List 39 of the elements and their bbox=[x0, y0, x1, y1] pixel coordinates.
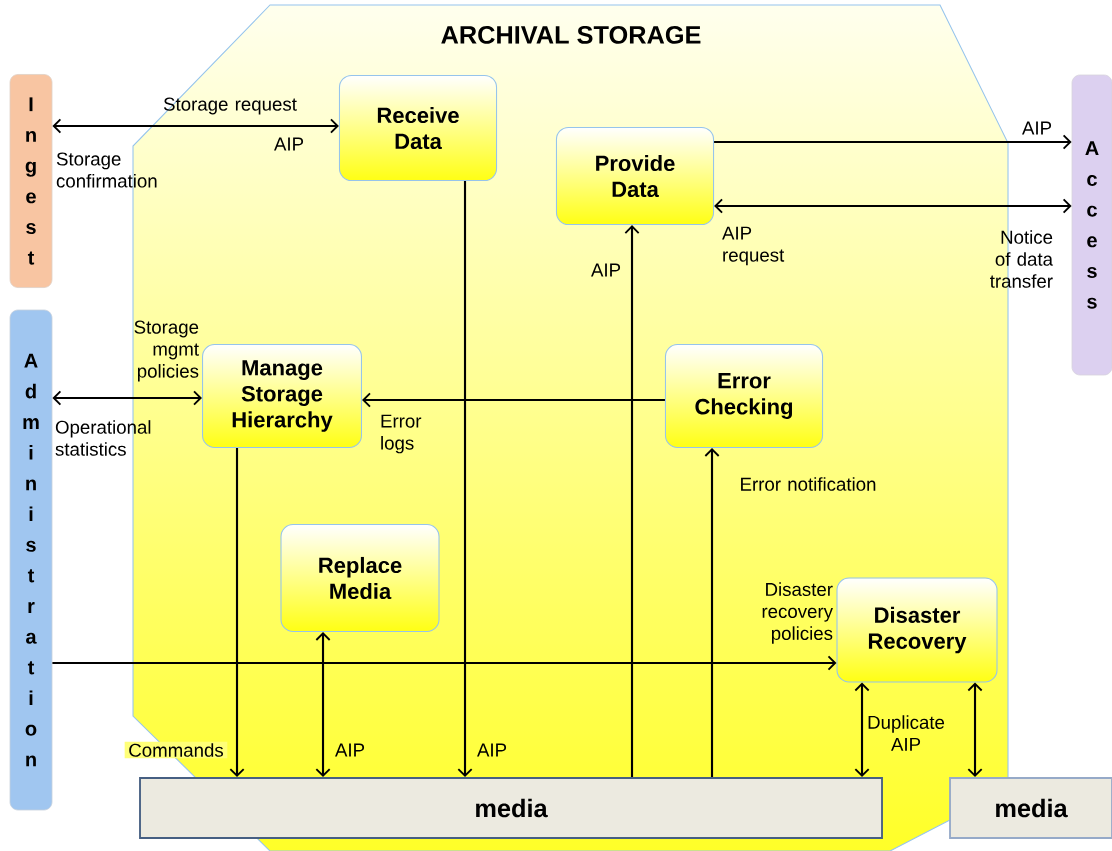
media-bar: media bbox=[949, 777, 1112, 839]
process-box: Error Checking bbox=[664, 344, 824, 448]
arrow bbox=[52, 118, 339, 134]
process-box: Manage Storage Hierarchy bbox=[202, 344, 362, 448]
arrow bbox=[854, 682, 870, 778]
arrow bbox=[714, 198, 1072, 214]
edge-label: Notice of data transfer bbox=[990, 230, 1053, 288]
edge-label: AIP bbox=[591, 263, 621, 277]
process-box: Provide Data bbox=[555, 126, 715, 226]
edge-label: AIP bbox=[335, 743, 365, 757]
vertical-bar: Administration bbox=[9, 309, 53, 811]
arrow-label: AIP request bbox=[722, 226, 785, 266]
edge-label: AIP bbox=[477, 743, 507, 757]
edge-label: Commands bbox=[124, 741, 228, 759]
arrow bbox=[624, 225, 640, 778]
edge-label: Error notification bbox=[741, 477, 876, 491]
edge-label: Disaster recovery policies bbox=[762, 582, 833, 644]
arrow bbox=[315, 632, 331, 778]
arrow bbox=[362, 392, 665, 408]
arrow bbox=[457, 181, 473, 778]
arrow bbox=[52, 390, 202, 406]
process-box: Disaster Recovery bbox=[836, 577, 998, 683]
arrow bbox=[704, 448, 720, 778]
vertical-bar: Ingest bbox=[9, 74, 53, 288]
arrow bbox=[714, 134, 1072, 150]
edge-label: AIP bbox=[1022, 121, 1052, 135]
arrow bbox=[52, 655, 837, 671]
edge-label: Error logs bbox=[381, 414, 422, 454]
arrow-label: Operational statistics bbox=[55, 420, 151, 456]
edge-label: Storage request bbox=[163, 97, 297, 115]
process-box: Replace Media bbox=[280, 524, 440, 632]
vertical-bar: Access bbox=[1071, 74, 1112, 376]
process-box: Receive Data bbox=[338, 74, 498, 182]
edge-label: Storage mgmt policies bbox=[134, 320, 199, 382]
media-bar: media bbox=[139, 777, 883, 839]
arrow bbox=[229, 448, 245, 778]
edge-label: Duplicate AIP bbox=[868, 715, 945, 751]
arrow bbox=[967, 682, 983, 778]
arrow-label: AIP bbox=[274, 137, 304, 151]
